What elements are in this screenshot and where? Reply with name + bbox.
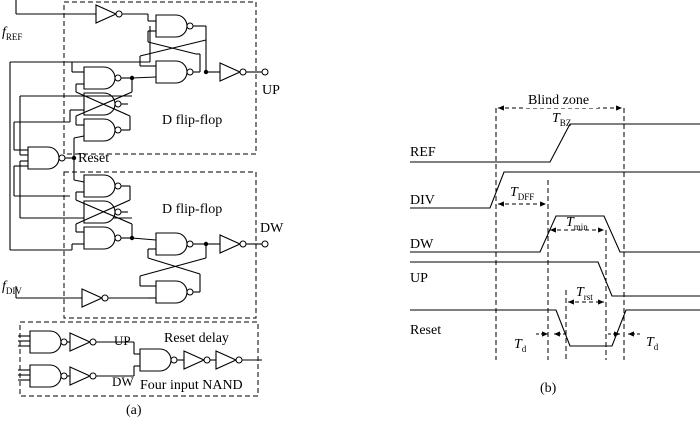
dw-output-label: DW [260, 221, 284, 236]
caption-b: (b) [540, 381, 557, 396]
t-d-left-label: Td [514, 337, 527, 354]
nand-gate [83, 66, 122, 90]
four-input-nand-label: Four input NAND [140, 378, 243, 393]
reset-nand-gate [27, 146, 66, 170]
dff-bottom-label: D flip-flop [162, 202, 222, 217]
delay-inverter [183, 350, 211, 370]
reset-delay-label: Reset delay [164, 331, 229, 346]
delay-nand-gate [139, 348, 178, 372]
nand-gate [83, 174, 122, 198]
four-input-nand-up [29, 330, 68, 354]
delay-inverter-up [69, 332, 97, 352]
up-output-label: UP [262, 83, 280, 98]
ref-signal-label: REF [410, 145, 436, 160]
reset-signal-label: Reset [410, 323, 441, 338]
nand-gate [155, 60, 194, 84]
dff-bottom-box [63, 171, 257, 319]
nand-gate [155, 280, 194, 304]
t-min-label: Tmin [566, 215, 588, 232]
dw-waveform [410, 215, 700, 253]
dff-top-box [63, 1, 257, 155]
delay-inverter [215, 350, 243, 370]
up-waveform [410, 261, 700, 297]
reset-waveform [410, 309, 700, 347]
circuit-diagram: fREF fDIV UP DW Reset D flip-flop D flip… [2, 0, 284, 418]
t-rst-label: Trst [576, 285, 593, 302]
nand-gate [83, 226, 122, 250]
four-input-nand-dw [29, 364, 68, 388]
div-input-inverter [81, 288, 109, 308]
up-output-inverter [219, 62, 247, 82]
blind-zone-label: Blind zone [528, 93, 589, 108]
ref-waveform [410, 123, 700, 163]
t-dff-label: TDFF [510, 185, 534, 202]
reset-delay-box [19, 321, 259, 397]
nand-gate [155, 232, 194, 256]
caption-a: (a) [126, 403, 142, 418]
dff-top-label: D flip-flop [162, 113, 222, 128]
up-signal-label: UP [410, 271, 428, 286]
dw-signal-label: DW [410, 237, 434, 252]
dw-output-inverter [219, 234, 247, 254]
t-d-right-label: Td [646, 335, 659, 352]
ref-input-inverter [95, 4, 123, 24]
delay-dw-label: DW [112, 374, 134, 389]
nand-gate [83, 118, 122, 142]
f-ref-label: fREF [2, 25, 22, 42]
delay-inverter-dw [69, 366, 97, 386]
div-waveform [410, 171, 700, 209]
reset-label: Reset [78, 151, 109, 166]
f-div-label: fDIV [2, 279, 22, 296]
nand-gate [155, 14, 194, 38]
delay-up-label: UP [114, 333, 131, 348]
timing-diagram: Blind zone TBZ REF DIV TDFF DW Tmin UP R… [410, 92, 700, 396]
div-signal-label: DIV [410, 193, 435, 208]
t-bz-label: TBZ [552, 111, 571, 128]
